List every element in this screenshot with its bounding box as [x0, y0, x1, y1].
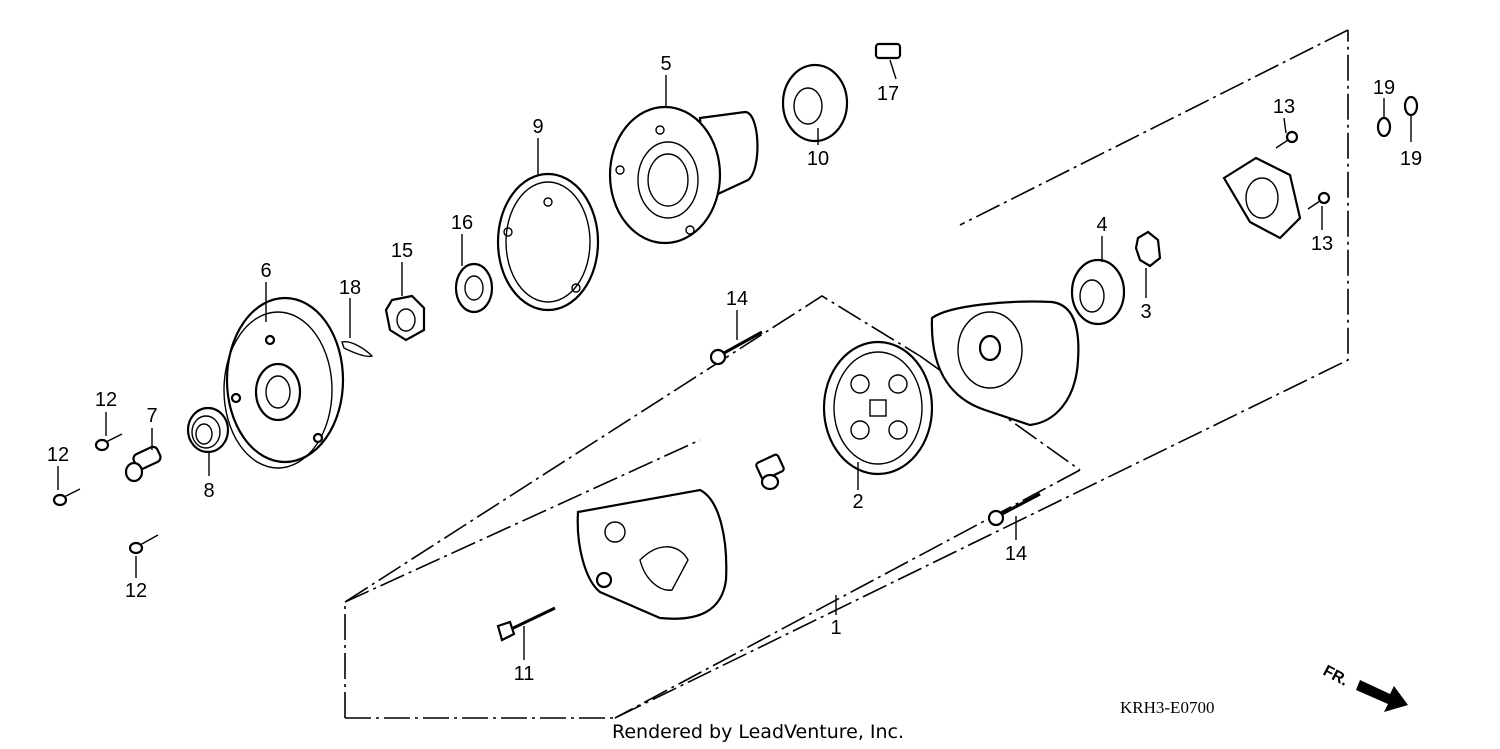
screw-14a-part[interactable] — [709, 330, 763, 366]
bolt-11-part[interactable] — [496, 606, 556, 642]
front-arrow-icon — [1356, 680, 1408, 712]
screw-13a-part[interactable] — [1275, 130, 1299, 149]
callout-10: 10 — [807, 148, 829, 170]
pump-housing-part[interactable] — [608, 105, 759, 245]
fitting-part[interactable] — [755, 453, 785, 491]
outer-rotor-part[interactable] — [1070, 258, 1126, 326]
front-label: FR. — [1320, 663, 1351, 690]
callout-7: 7 — [146, 405, 157, 427]
callout-11: 11 — [514, 663, 535, 685]
callout-3: 3 — [1140, 301, 1151, 323]
callout-8: 8 — [203, 480, 214, 502]
pump-cover-part[interactable] — [223, 296, 345, 469]
callout-12c: 12 — [125, 580, 147, 602]
callout-15: 15 — [391, 240, 413, 262]
key-part[interactable] — [874, 42, 902, 60]
pin-part[interactable] — [124, 445, 162, 483]
render-credit: Rendered by LeadVenture, Inc. — [612, 721, 904, 743]
callout-16: 16 — [451, 212, 473, 234]
callout-18: 18 — [339, 277, 361, 299]
callout-13b: 13 — [1311, 233, 1333, 255]
sprocket-part[interactable] — [781, 63, 849, 143]
lower-cover-part[interactable] — [576, 488, 728, 620]
screw-13b-part[interactable] — [1307, 191, 1331, 210]
callout-14b: 14 — [1005, 543, 1027, 565]
gasket-part[interactable] — [496, 172, 600, 312]
diagram-code: KRH3-E0700 — [1120, 698, 1214, 717]
callout-2: 2 — [852, 491, 863, 513]
callout-12a: 12 — [95, 389, 117, 411]
callout-1: 1 — [830, 617, 841, 639]
screw-12b-part[interactable] — [52, 488, 81, 507]
o-ring-19a-part[interactable] — [1376, 116, 1392, 138]
callout-4: 4 — [1096, 214, 1107, 236]
callout-5: 5 — [660, 53, 671, 75]
leader-lines — [57, 59, 1412, 660]
screw-12c-part[interactable] — [128, 534, 159, 555]
front-direction-indicator: FR. — [1320, 663, 1408, 712]
driven-gear-part[interactable] — [822, 340, 934, 476]
nut-part[interactable] — [384, 294, 426, 342]
screw-14b-part[interactable] — [987, 492, 1041, 527]
callout-6: 6 — [260, 260, 271, 282]
callout-13a: 13 — [1273, 96, 1295, 118]
pump-body-part[interactable] — [930, 300, 1080, 427]
callout-19a: 19 — [1373, 77, 1395, 99]
callout-14a: 14 — [726, 288, 748, 310]
inner-rotor-part[interactable] — [1134, 230, 1162, 268]
washer-part[interactable] — [454, 262, 494, 314]
cotter-pin-part[interactable] — [341, 341, 374, 358]
callout-labels: 1 2 3 4 5 6 7 8 9 10 11 12 12 12 13 13 1… — [47, 53, 1422, 685]
callout-9: 9 — [532, 116, 543, 138]
o-ring-19b-part[interactable] — [1403, 95, 1419, 117]
oil-strainer-part[interactable] — [186, 406, 230, 454]
callout-19b: 19 — [1400, 148, 1422, 170]
assembly-boundary — [344, 29, 1349, 719]
callout-12b: 12 — [47, 444, 69, 466]
pump-plate-part[interactable] — [1222, 156, 1302, 240]
screw-12a-part[interactable] — [94, 433, 123, 452]
callout-17: 17 — [877, 83, 899, 105]
